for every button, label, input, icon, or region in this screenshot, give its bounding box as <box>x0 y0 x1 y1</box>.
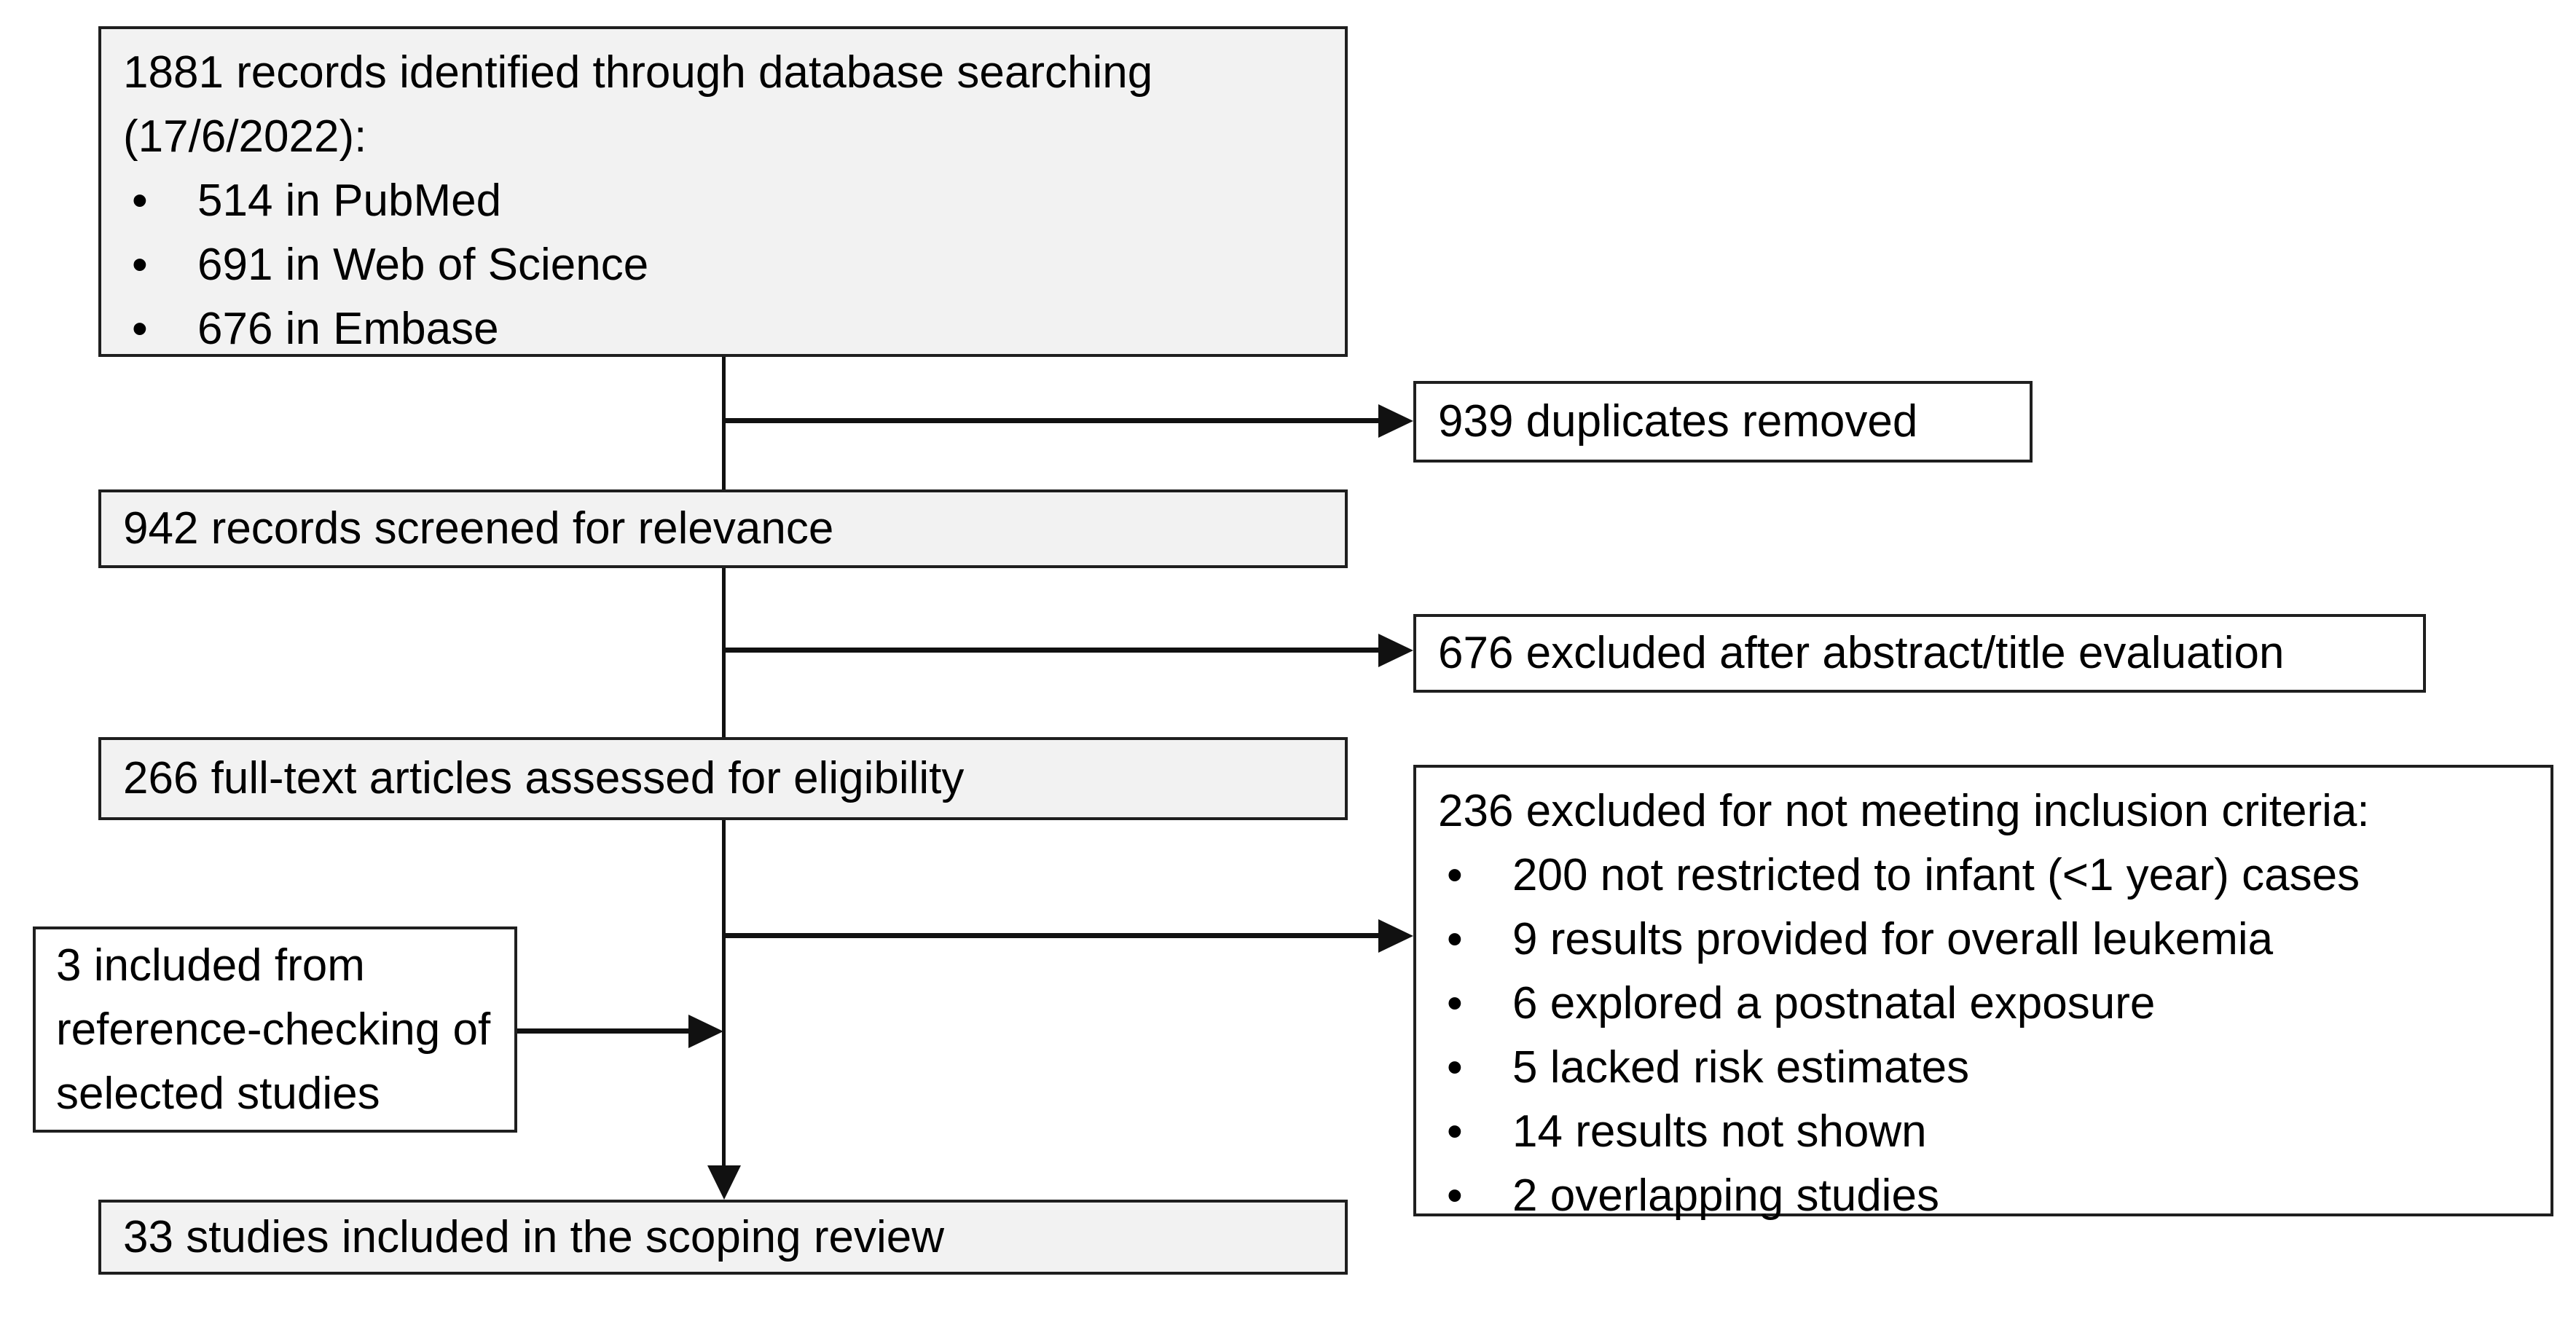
bullet-icon: • <box>1447 850 1463 900</box>
arrowhead-excluded-abstract <box>1378 634 1413 667</box>
criteria-bullet-postnatal-label: 6 explored a postnatal exposure <box>1512 978 2156 1028</box>
criteria-bullet-overall-leukemia-label: 9 results provided for overall leukemia <box>1512 914 2274 964</box>
box-reference-checking: 3 included from reference-checking of se… <box>33 926 517 1133</box>
bullet-icon: • <box>132 176 148 226</box>
criteria-bullet-risk-estimates-label: 5 lacked risk estimates <box>1512 1042 1970 1093</box>
identified-bullet-embase: • 676 in Embase <box>123 297 1327 361</box>
studies-included-label: 33 studies included in the scoping revie… <box>123 1211 945 1262</box>
connector-from-reference-box <box>516 1028 691 1034</box>
criteria-bullet-not-shown: • 14 results not shown <box>1438 1100 2533 1164</box>
bullet-icon: • <box>1447 1170 1463 1221</box>
records-identified-intro: 1881 records identified through database… <box>123 47 1153 162</box>
reference-checking-label: 3 included from reference-checking of se… <box>56 940 491 1119</box>
records-screened-label: 942 records screened for relevance <box>123 503 834 554</box>
arrowhead-into-included-box <box>707 1165 741 1200</box>
box-excluded-abstract: 676 excluded after abstract/title evalua… <box>1413 614 2426 693</box>
excluded-criteria-intro: 236 excluded for not meeting inclusion c… <box>1438 786 2370 836</box>
criteria-bullet-overall-leukemia: • 9 results provided for overall leukemi… <box>1438 908 2533 972</box>
bullet-icon: • <box>132 304 148 354</box>
bullet-icon: • <box>1447 978 1463 1028</box>
bullet-icon: • <box>1447 1106 1463 1157</box>
box-duplicates-removed: 939 duplicates removed <box>1413 381 2033 463</box>
connector-to-duplicates <box>723 418 1379 423</box>
identified-bullet-wos-label: 691 in Web of Science <box>197 240 649 290</box>
bullet-icon: • <box>1447 914 1463 964</box>
criteria-bullet-overlapping: • 2 overlapping studies <box>1438 1164 2533 1228</box>
criteria-bullet-not-shown-label: 14 results not shown <box>1512 1106 1927 1157</box>
criteria-bullet-overlapping-label: 2 overlapping studies <box>1512 1170 1939 1221</box>
box-records-screened: 942 records screened for relevance <box>98 489 1348 568</box>
box-excluded-criteria: 236 excluded for not meeting inclusion c… <box>1413 765 2553 1221</box>
connector-to-excluded-criteria <box>723 933 1379 938</box>
excluded-abstract-label: 676 excluded after abstract/title evalua… <box>1438 628 2285 678</box>
identified-bullet-wos: • 691 in Web of Science <box>123 233 1327 297</box>
arrowhead-excluded-criteria <box>1378 919 1413 953</box>
criteria-bullet-postnatal: • 6 explored a postnatal exposure <box>1438 972 2533 1036</box>
bullet-icon: • <box>1447 1042 1463 1093</box>
box-studies-included: 33 studies included in the scoping revie… <box>98 1200 1348 1275</box>
criteria-bullet-infant-label: 200 not restricted to infant (<1 year) c… <box>1512 850 2360 900</box>
fulltext-assessed-label: 266 full-text articles assessed for elig… <box>123 753 965 803</box>
identified-bullet-pubmed-label: 514 in PubMed <box>197 176 502 226</box>
connector-to-excluded-abstract <box>723 648 1379 653</box>
box-fulltext-assessed: 266 full-text articles assessed for elig… <box>98 737 1348 820</box>
identified-bullet-embase-label: 676 in Embase <box>197 304 499 354</box>
duplicates-removed-label: 939 duplicates removed <box>1438 396 1918 446</box>
box-records-identified: 1881 records identified through database… <box>98 26 1348 357</box>
arrowhead-duplicates <box>1378 404 1413 438</box>
bullet-icon: • <box>132 240 148 290</box>
criteria-bullet-risk-estimates: • 5 lacked risk estimates <box>1438 1036 2533 1100</box>
arrowhead-into-spine <box>688 1015 723 1048</box>
identified-bullet-pubmed: • 514 in PubMed <box>123 169 1327 233</box>
criteria-bullet-infant: • 200 not restricted to infant (<1 year)… <box>1438 843 2533 908</box>
